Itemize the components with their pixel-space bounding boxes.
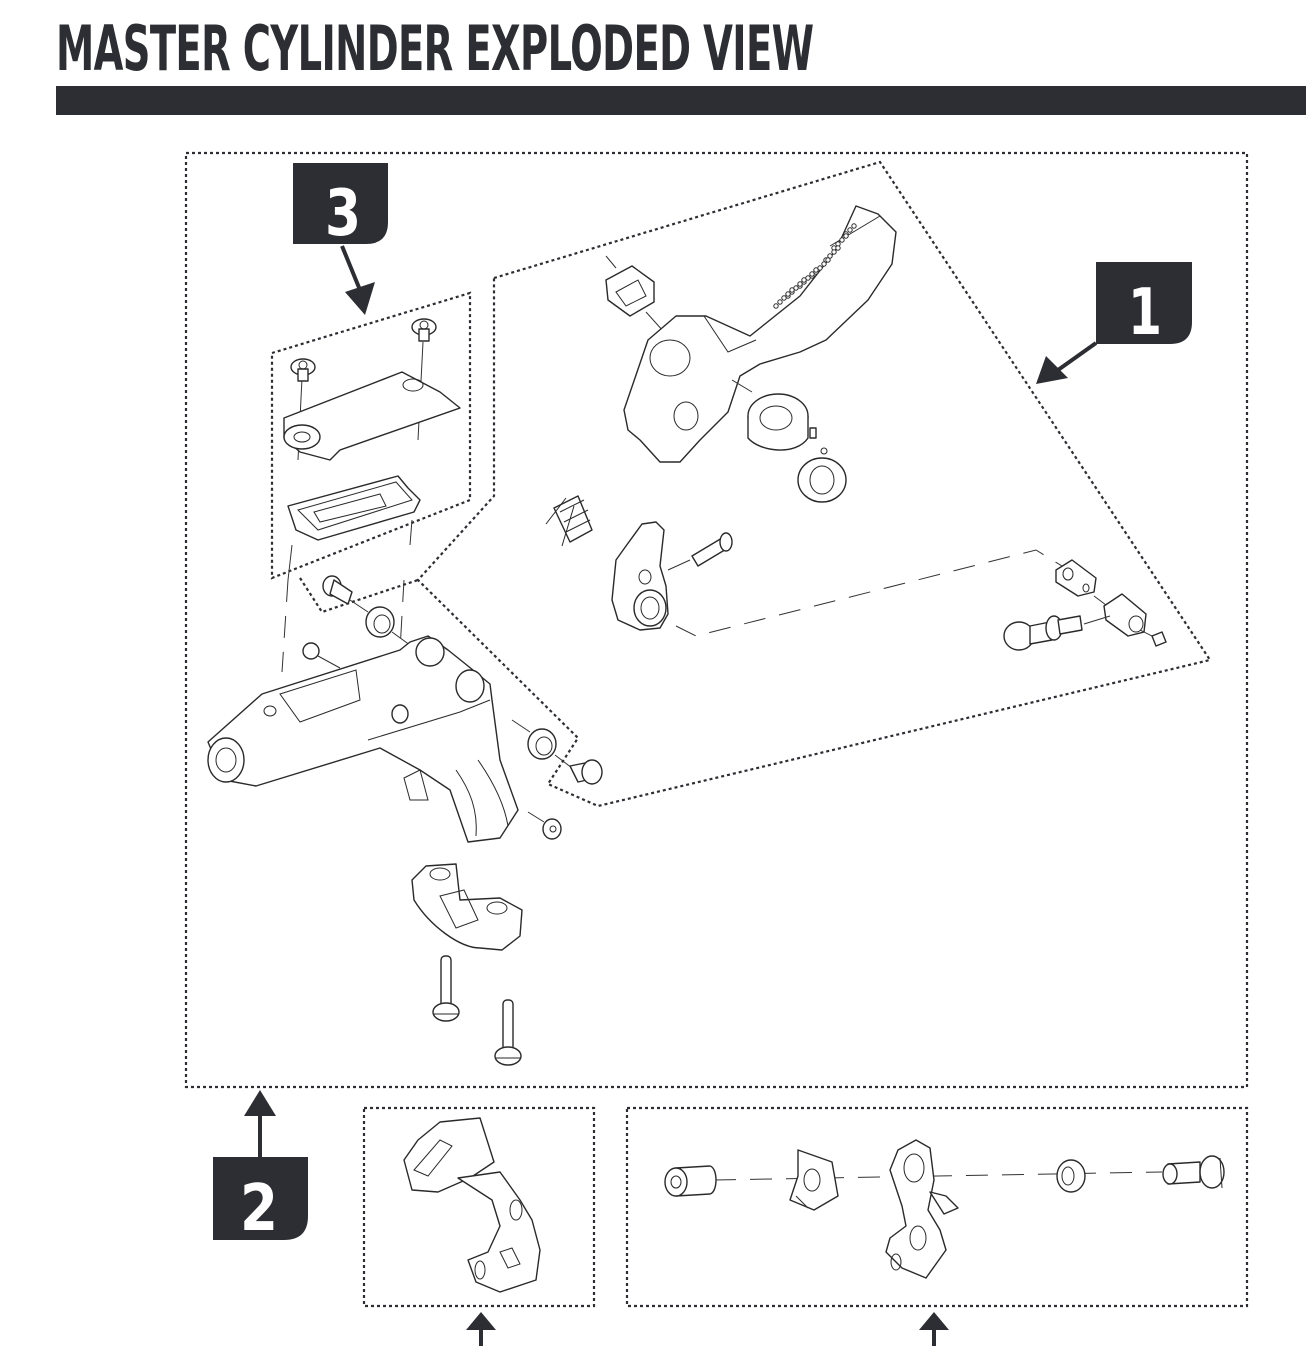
grip-dot: [821, 261, 827, 267]
callout-3[interactable]: 3: [293, 163, 388, 315]
grip-dot: [773, 303, 779, 309]
hinged-clamp: [403, 1117, 541, 1293]
master-cylinder-body: [207, 635, 519, 843]
callout-1[interactable]: 1: [1036, 262, 1192, 384]
grip-dot: [839, 237, 845, 243]
callout-1-arrowhead: [1036, 356, 1068, 384]
grip-dot: [801, 277, 807, 283]
cam: [611, 521, 669, 631]
callout-arrow-matchmaker-kit: [919, 1312, 949, 1346]
pushrod-axis-line: [675, 549, 1063, 637]
piston: [1003, 615, 1111, 651]
detent-ball: [820, 447, 828, 455]
return-spring: [545, 495, 593, 547]
grip-dot: [777, 299, 783, 305]
alt-clamp-frame: [362, 1106, 596, 1308]
callout-arrow-alt-clamp: [466, 1312, 496, 1346]
callout-2-box: [213, 1157, 308, 1240]
callout-2-arrowhead: [244, 1090, 276, 1116]
pivot-bolt-subframe: [299, 577, 419, 614]
reservoir-cap-screw-left: [290, 358, 316, 461]
clevis: [1055, 559, 1111, 609]
clamp-bolt-right: [494, 999, 522, 1066]
grip-dot: [831, 249, 837, 255]
pivot-bolt-right: [554, 754, 603, 785]
title-underline-bar: [56, 86, 1306, 115]
handlebar-clamp: [411, 863, 523, 951]
group-2-frame: [184, 151, 1249, 1089]
callout-1-label: 1: [1128, 276, 1162, 350]
grip-dot: [785, 291, 791, 297]
alignment-line: [281, 579, 289, 673]
bearing-top: [365, 606, 415, 649]
alignment-line: [399, 579, 405, 651]
kit-axis-line: [713, 1171, 1163, 1181]
callout-3-label: 3: [325, 177, 361, 251]
callout-2[interactable]: 2: [213, 1090, 308, 1246]
grip-dot: [835, 245, 841, 251]
clamp-bolt-left: [432, 955, 460, 1022]
set-screw: [1139, 629, 1167, 647]
grip-dot: [851, 223, 857, 229]
pushrod-link: [1103, 593, 1147, 637]
callout-2-label: 2: [240, 1172, 278, 1246]
grip-dot: [789, 287, 795, 293]
grip-dot: [825, 257, 831, 263]
detent-spring: [809, 427, 817, 439]
kit-matchmaker-clamp: [885, 1139, 959, 1279]
pivot-bolt-top: [322, 575, 369, 613]
grip-dot: [813, 267, 819, 273]
adjuster-retainer: [797, 457, 847, 503]
matchmaker-kit-frame: [625, 1106, 1249, 1308]
bleed-port-plug: [302, 642, 341, 669]
callout-3-box: [293, 163, 388, 244]
group-1-frame: [416, 160, 1212, 808]
grip-dot: [797, 281, 803, 287]
callout-1-box: [1096, 262, 1192, 344]
grip-dot: [847, 227, 853, 233]
grip-dot: [781, 295, 787, 301]
grip-dot: [809, 271, 815, 277]
bleed-screw: [527, 811, 562, 840]
kit-bolt: [1162, 1155, 1225, 1189]
kit-mount-wedge: [789, 1149, 839, 1211]
page-title: MASTER CYLINDER EXPLODED VIEW: [56, 12, 814, 85]
lever-grip-dots: [773, 223, 857, 309]
lever-blade: [623, 205, 897, 463]
callout-1-arrow-shaft: [1056, 341, 1098, 372]
kit-spacer: [664, 1165, 717, 1197]
grip-dot: [843, 233, 849, 239]
callout-3-arrow-shaft: [340, 245, 362, 291]
reservoir-bladder: [287, 475, 421, 581]
reach-adjust-knob: [605, 255, 665, 333]
knurled-adjuster: [731, 379, 809, 451]
reservoir-cap: [283, 371, 461, 461]
pivot-pin: [667, 532, 733, 571]
callout-3-arrowhead: [345, 282, 375, 315]
kit-washer: [1056, 1159, 1086, 1193]
bearing-right: [511, 719, 557, 760]
